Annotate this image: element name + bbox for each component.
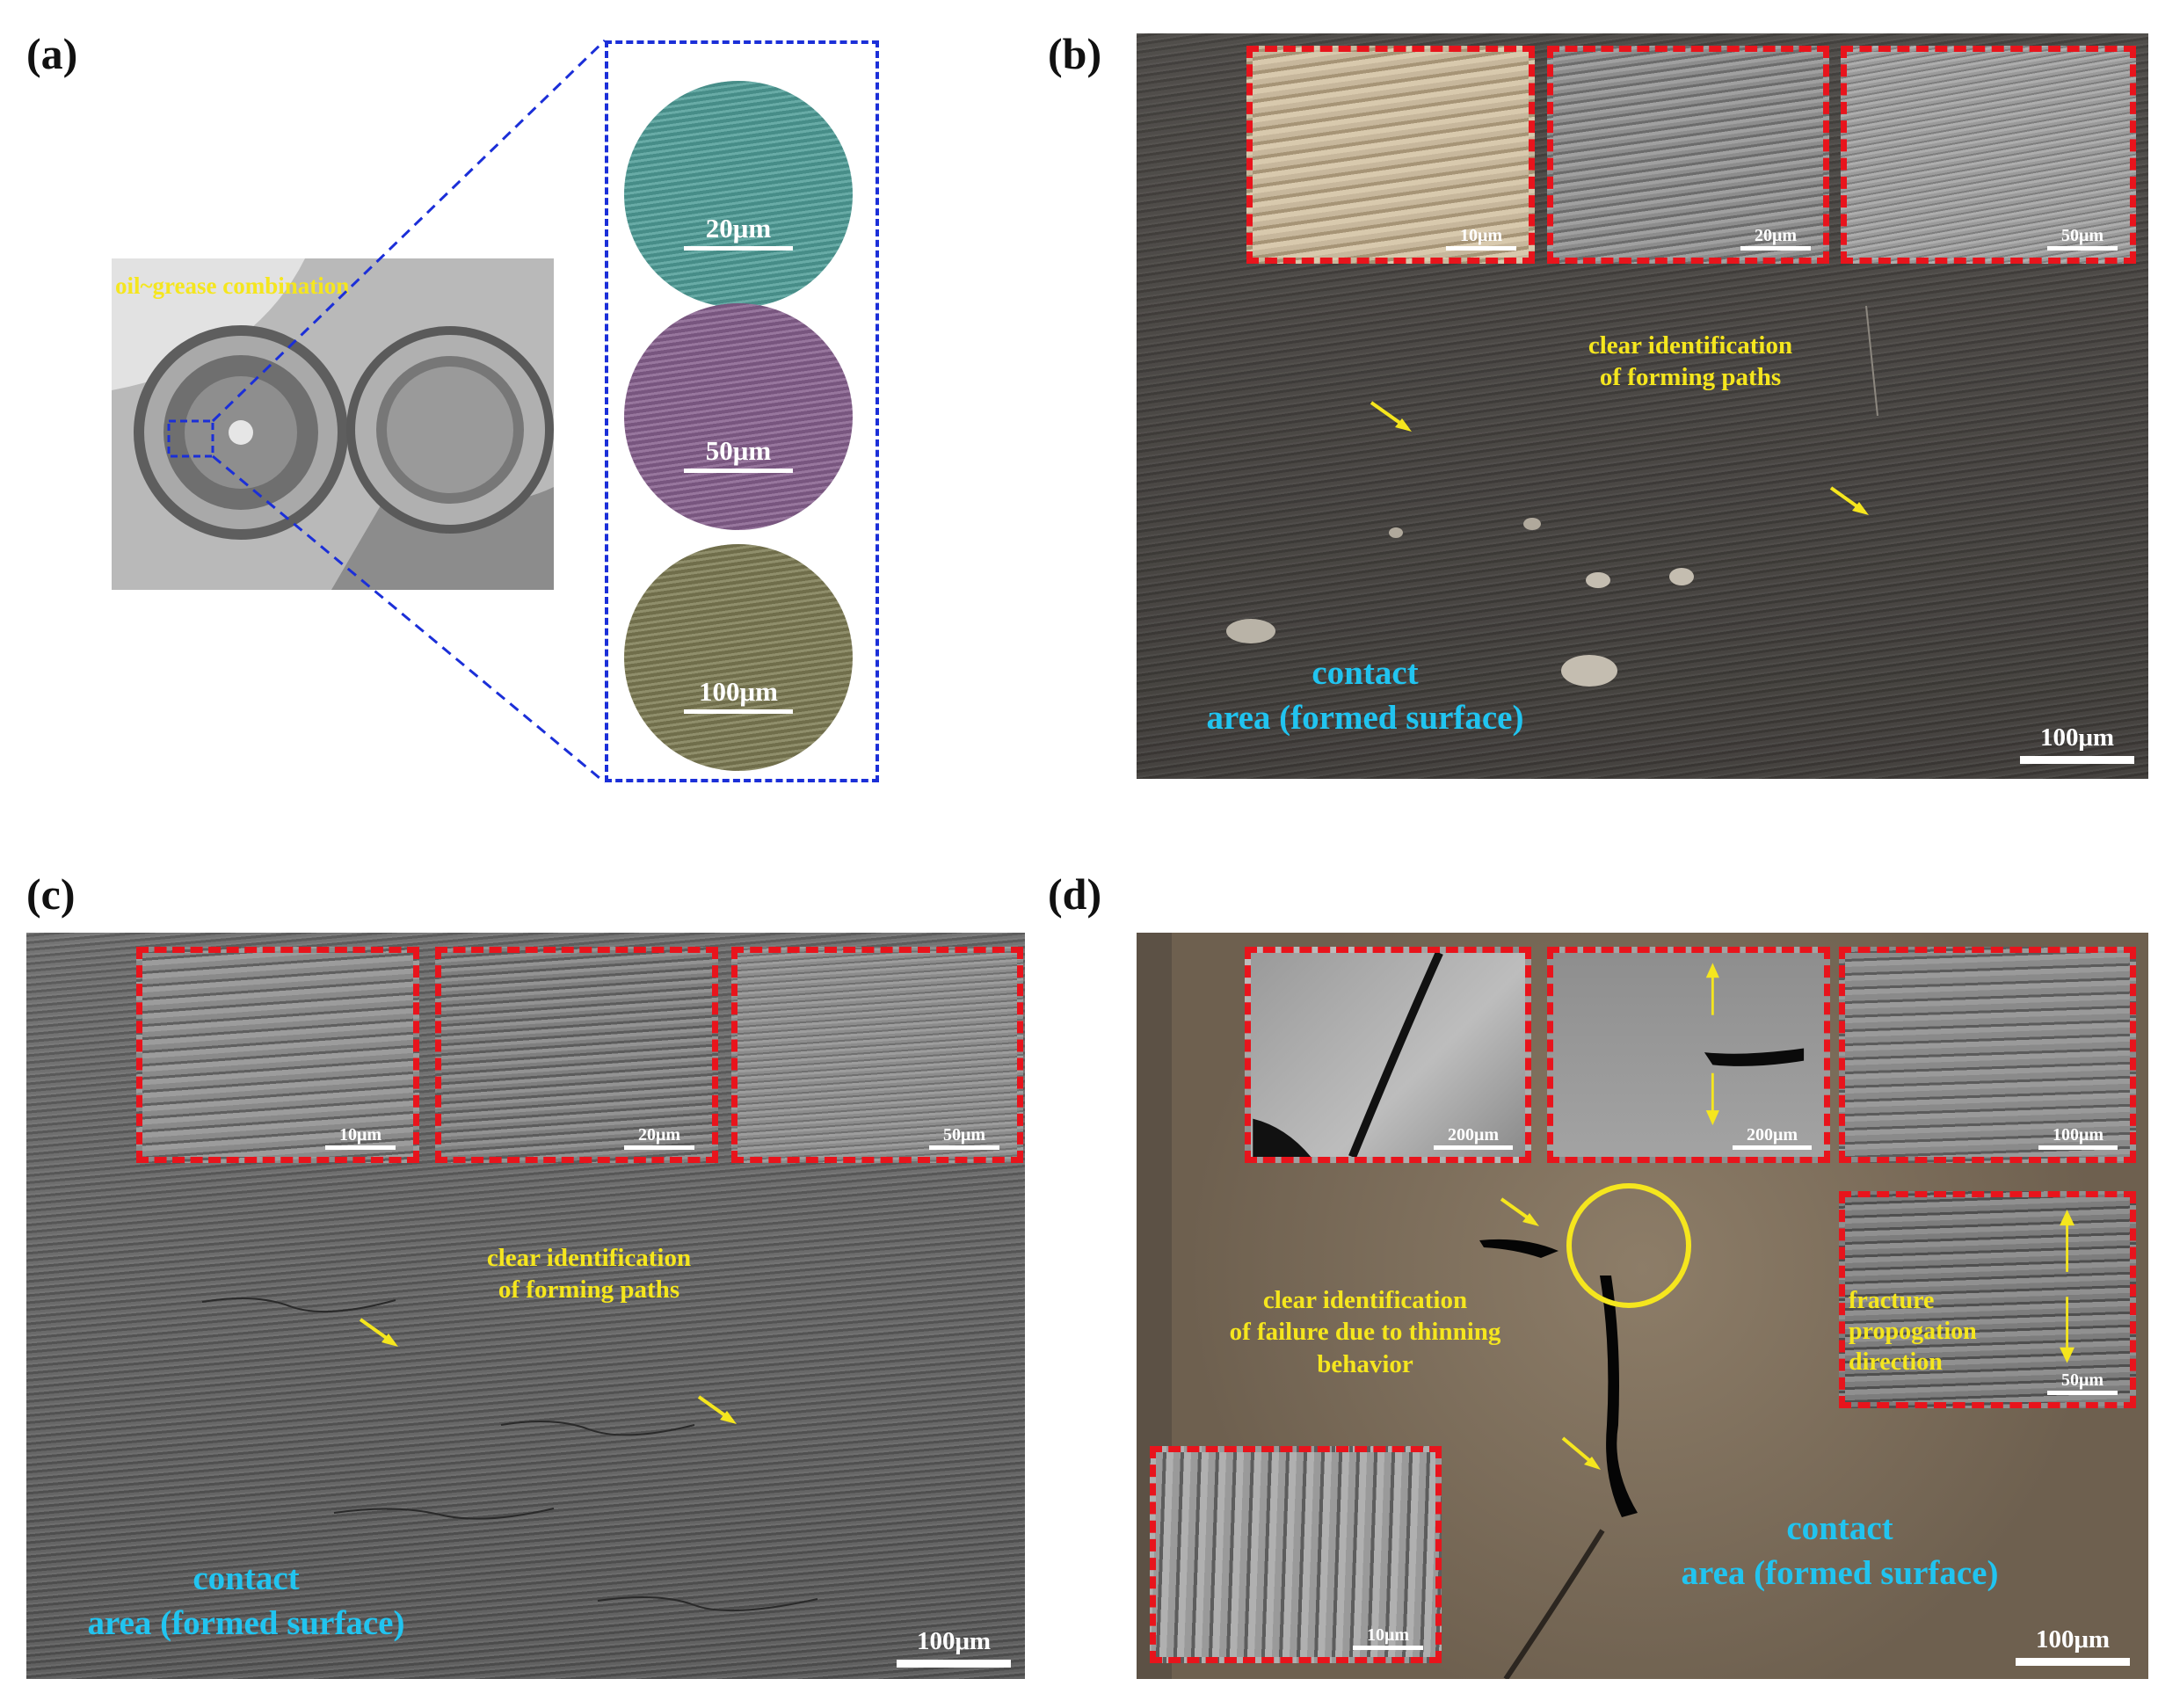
- inset-4-arrows: [2060, 1210, 2075, 1363]
- panel-d-inset-2-scale-text: 200μm: [1747, 1125, 1798, 1145]
- panel-c-inset-1-scale: 10μm: [325, 1125, 396, 1150]
- zoom-box: [605, 40, 879, 782]
- panel-c-inset-2-scale-text: 20μm: [638, 1125, 680, 1145]
- panel-b-inset-2-scale-text: 20μm: [1755, 226, 1797, 245]
- panel-c-scale-bar: 100μm: [897, 1627, 1011, 1668]
- sem-circle-1-scale: 20μm: [684, 213, 793, 251]
- panel-d-scale-line: [2016, 1658, 2130, 1666]
- panel-d-inset-3-scale-text: 100μm: [2053, 1125, 2104, 1145]
- panel-c-texture: [201, 1297, 818, 1612]
- sem-circle-2-scale-text: 50μm: [705, 435, 772, 466]
- panel-c-inset-2-scale-line: [624, 1145, 694, 1150]
- panel-b-inset-3-scale-line: [2047, 246, 2118, 251]
- panel-c-inset-1-scale-line: [325, 1145, 396, 1150]
- panel-d-scale-text: 100μm: [2035, 1625, 2111, 1653]
- panel-b-scale-bar: 100μm: [2020, 723, 2134, 764]
- panel-b-inset-1-scale: 10μm: [1446, 226, 1516, 251]
- sem-circle-1: 20μm: [624, 81, 853, 308]
- panel-c-scale-text: 100μm: [916, 1627, 992, 1655]
- panel-d-inset-5: 10μm: [1150, 1446, 1442, 1663]
- panel-b-inset-3: 50μm: [1841, 46, 2136, 264]
- panel-d-scale-bar: 100μm: [2016, 1625, 2130, 1666]
- panel-d-label: (d): [1048, 869, 1102, 919]
- panel-b-inset-2-scale-line: [1740, 246, 1811, 251]
- panel-c-scale-line: [897, 1660, 1011, 1668]
- panel-d-inset-5-scale-text: 10μm: [1367, 1625, 1409, 1645]
- panel-b-label: (b): [1048, 29, 1102, 78]
- panel-c-inset-2: 20μm: [435, 947, 718, 1163]
- panel-a-label: (a): [26, 29, 78, 78]
- sem-circle-3-scale-text: 100μm: [699, 676, 778, 707]
- sem-circle-3-scale-line: [684, 709, 793, 714]
- panel-b-inset-1-scale-line: [1446, 246, 1516, 251]
- sem-circle-3: 100μm: [624, 544, 853, 771]
- sem-circle-3-scale: 100μm: [684, 676, 793, 714]
- panel-d-inset-1-scale: 200μm: [1434, 1125, 1513, 1150]
- panel-c-inset-1: 10μm: [136, 947, 419, 1163]
- photo-caption: oil~grease combination: [115, 273, 350, 299]
- panel-d-inset-1-scale-line: [1434, 1145, 1513, 1150]
- panel-d-inset-2-scale: 200μm: [1733, 1125, 1812, 1150]
- panel-d-inset-2-scale-line: [1733, 1145, 1812, 1150]
- panel-d-inset-4-scale: 50μm: [2047, 1370, 2118, 1395]
- panel-c-inset-3-scale: 50μm: [929, 1125, 999, 1150]
- panel-c-label: (c): [26, 869, 76, 919]
- panel-d-inset-3-scale-line: [2038, 1145, 2118, 1150]
- panel-d-inset-4-scale-line: [2047, 1391, 2118, 1395]
- panel-b-inset-3-scale: 50μm: [2047, 226, 2118, 251]
- panel-b-inset-2: 20μm: [1547, 46, 1829, 264]
- panel-d-inset-5-scale: 10μm: [1353, 1625, 1423, 1650]
- panel-d-inset-1: 200μm: [1245, 947, 1531, 1163]
- panel-b-inset-2-scale: 20μm: [1740, 226, 1811, 251]
- panel-d-inset-1-scale-text: 200μm: [1448, 1125, 1499, 1145]
- inset-2-graphic: [1704, 963, 1805, 1126]
- panel-b-texture: [1226, 305, 1878, 687]
- sem-circle-2-scale-line: [684, 469, 793, 473]
- panel-b-inset-3-scale-text: 50μm: [2061, 226, 2104, 245]
- sem-circle-1-scale-text: 20μm: [705, 213, 772, 243]
- panel-b-inset-1-scale-text: 10μm: [1460, 226, 1502, 245]
- panel-c-inset-3: 50μm: [731, 947, 1023, 1163]
- panel-d-inset-2: 200μm: [1547, 947, 1830, 1163]
- panel-c-inset-3-scale-line: [929, 1145, 999, 1150]
- panel-b-scale-text: 100μm: [2039, 723, 2115, 752]
- sem-circle-2-scale: 50μm: [684, 435, 793, 473]
- die-photo-graphic: [112, 258, 554, 590]
- panel-b-scale-line: [2020, 756, 2134, 764]
- panel-c-inset-2-scale: 20μm: [624, 1125, 694, 1150]
- inset-1-crack: [1253, 953, 1443, 1157]
- panel-d-texture: [1137, 933, 1691, 1679]
- sem-circle-2: 50μm: [624, 303, 853, 530]
- sem-circle-1-scale-line: [684, 246, 793, 251]
- panel-b-inset-1: 10μm: [1246, 46, 1535, 264]
- panel-c-inset-1-scale-text: 10μm: [339, 1125, 381, 1145]
- panel-d-inset-5-scale-line: [1353, 1646, 1423, 1650]
- panel-a-photo: oil~grease combination: [112, 258, 554, 590]
- panel-d-inset-3-scale: 100μm: [2038, 1125, 2118, 1150]
- panel-c-inset-3-scale-text: 50μm: [943, 1125, 985, 1145]
- panel-d-inset-4-scale-text: 50μm: [2061, 1370, 2104, 1390]
- panel-d-inset-3: 100μm: [1839, 947, 2136, 1163]
